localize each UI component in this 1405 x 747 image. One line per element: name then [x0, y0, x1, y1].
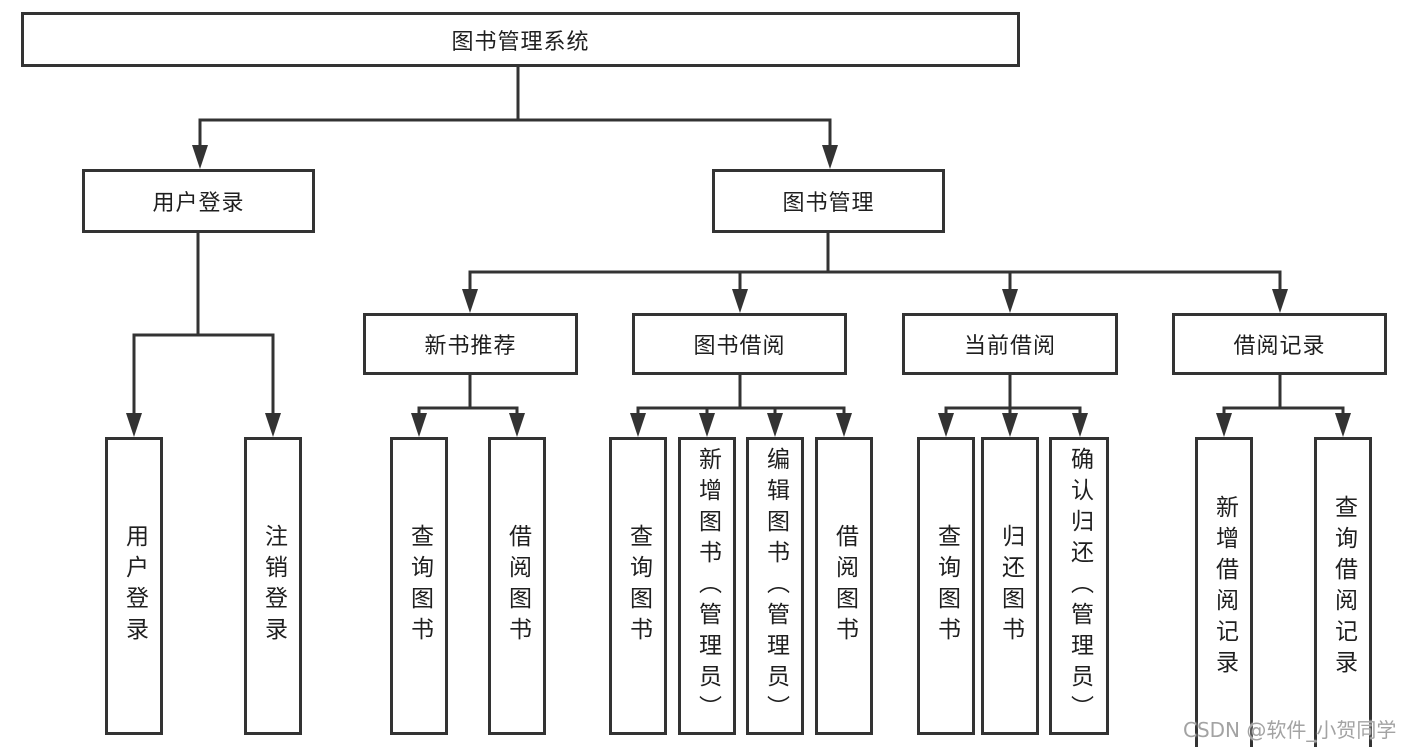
node-user-login: 用户登录	[82, 169, 315, 233]
leaf-cb-confirm-return-admin: 确认归还（管理员）	[1049, 437, 1109, 735]
leaf-bb-add-books-admin-label: 新增图书（管理员）	[694, 446, 721, 726]
leaf-bb-query-books-label: 查询图书	[625, 524, 652, 648]
leaf-nb-query-books: 查询图书	[390, 437, 448, 735]
leaf-br-add-record: 新增借阅记录	[1195, 437, 1253, 747]
node-current-borrowing: 当前借阅	[902, 313, 1118, 375]
leaf-logout-label: 注销登录	[260, 524, 287, 648]
leaf-br-query-record-label: 查询借阅记录	[1330, 495, 1357, 681]
leaf-br-query-record: 查询借阅记录	[1314, 437, 1372, 747]
leaf-bb-edit-books-admin: 编辑图书（管理员）	[746, 437, 804, 735]
leaf-user-login-label: 用户登录	[121, 524, 148, 648]
leaf-nb-query-books-label: 查询图书	[406, 524, 433, 648]
node-new-book-recommend: 新书推荐	[363, 313, 578, 375]
leaf-logout: 注销登录	[244, 437, 302, 735]
leaf-cb-confirm-return-admin-label: 确认归还（管理员）	[1066, 446, 1093, 726]
node-book-borrowing: 图书借阅	[632, 313, 847, 375]
node-root: 图书管理系统	[21, 12, 1020, 67]
leaf-br-add-record-label: 新增借阅记录	[1211, 495, 1238, 681]
leaf-bb-query-books: 查询图书	[609, 437, 667, 735]
node-borrowing-records: 借阅记录	[1172, 313, 1387, 375]
leaf-bb-borrow-books-label: 借阅图书	[831, 524, 858, 648]
leaf-cb-return-books-label: 归还图书	[997, 524, 1024, 648]
leaf-nb-borrow-books-label: 借阅图书	[504, 524, 531, 648]
leaf-cb-return-books: 归还图书	[981, 437, 1039, 735]
leaf-bb-borrow-books: 借阅图书	[815, 437, 873, 735]
leaf-nb-borrow-books: 借阅图书	[488, 437, 546, 735]
leaf-bb-edit-books-admin-label: 编辑图书（管理员）	[762, 446, 789, 726]
leaf-user-login: 用户登录	[105, 437, 163, 735]
leaf-cb-query-books: 查询图书	[917, 437, 975, 735]
leaf-bb-add-books-admin: 新增图书（管理员）	[678, 437, 736, 735]
watermark: CSDN @软件_小贺同学	[1183, 718, 1397, 742]
leaf-cb-query-books-label: 查询图书	[933, 524, 960, 648]
node-book-management: 图书管理	[712, 169, 945, 233]
